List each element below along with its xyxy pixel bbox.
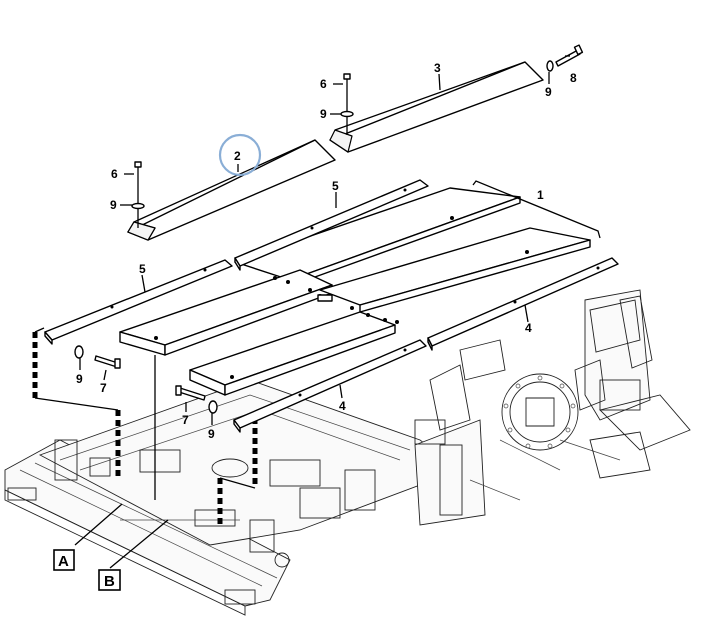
callout-9-top: 9: [545, 85, 552, 99]
view-label-b: B: [98, 569, 121, 591]
view-bracket-right: [217, 418, 258, 525]
callout-6-left: 6: [111, 167, 118, 181]
bolt-6-left: [134, 161, 142, 228]
callout-6-right: 6: [320, 77, 327, 91]
callout-1: 1: [537, 188, 544, 202]
bolt-7-left: [94, 355, 121, 369]
callout-7-right: 7: [182, 413, 189, 427]
side-rail-4-lower: [233, 339, 427, 433]
callout-9-right-lower: 9: [208, 427, 215, 441]
triangular-cover-2: [127, 139, 336, 241]
callout-9-left-lower: 9: [76, 372, 83, 386]
side-rail-5-right: [234, 179, 429, 271]
highlight-circle: [218, 133, 262, 177]
washer-9-left: [131, 202, 145, 210]
bracket-item-1: [472, 180, 601, 239]
bolt-7-right: [175, 385, 206, 401]
view-bracket-left: [32, 327, 121, 478]
side-rail-4-upper: [427, 257, 619, 351]
bolt-8: [555, 44, 584, 67]
callout-4-upper: 4: [525, 321, 532, 335]
machine-frame: [4, 289, 691, 616]
washer-9-right: [340, 110, 354, 118]
view-label-a: A: [53, 549, 75, 571]
triangular-cover-3: [329, 61, 544, 153]
callout-7-left: 7: [100, 381, 107, 395]
svg-text:A: A: [58, 553, 69, 570]
bolt-6-right: [343, 73, 351, 135]
leader-lines: [74, 55, 570, 569]
callout-8: 8: [570, 71, 577, 85]
callout-9-right-upper: 9: [320, 107, 327, 121]
svg-text:B: B: [104, 573, 115, 590]
callout-5-left: 5: [139, 262, 146, 276]
callout-2: 2: [234, 149, 241, 163]
callout-5-right: 5: [332, 179, 339, 193]
callout-4-lower: 4: [339, 399, 346, 413]
callout-3: 3: [434, 61, 441, 75]
washer-9-right-lower: [208, 400, 218, 414]
side-rail-5-left: [44, 259, 233, 345]
washer-9-left-lower: [74, 345, 84, 359]
floor-panel-assembly: [119, 187, 591, 396]
washer-9-top: [546, 60, 554, 72]
callout-9-left-upper: 9: [110, 198, 117, 212]
